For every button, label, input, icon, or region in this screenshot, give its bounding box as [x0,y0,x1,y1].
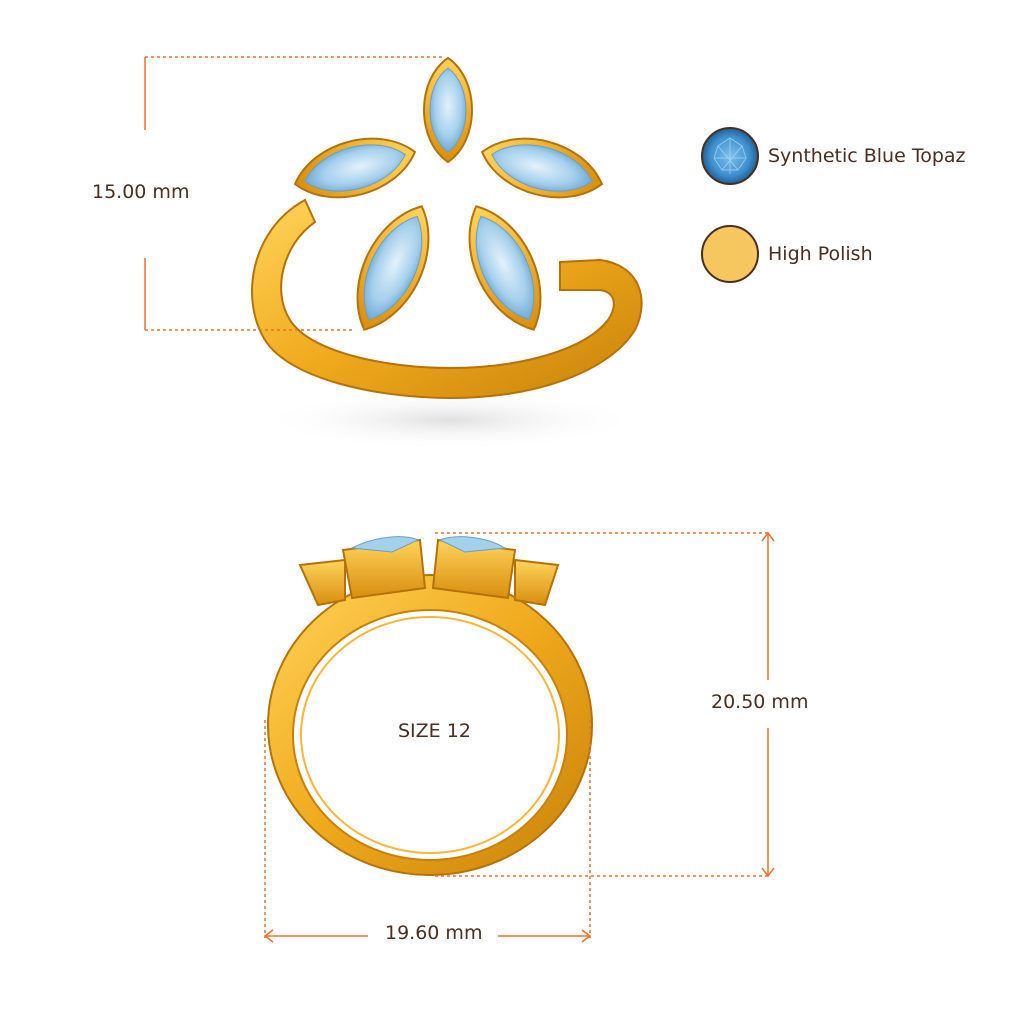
ring-side-view [267,536,593,876]
blue-topaz-gem-icon [701,127,759,185]
gold-finish-swatch-icon [701,225,759,283]
petal-lower-right [468,205,542,331]
dimension-width-lines [263,720,592,943]
dimension-width-label: 19.60 mm [385,922,483,944]
ring-band-top [251,198,643,400]
legend-finish-label: High Polish [768,243,873,265]
ring-shadow [260,390,640,450]
flower-top [293,56,604,331]
petal-lower-left [356,205,430,331]
dimension-height-lines [144,56,445,331]
dimension-side-height-label: 20.50 mm [711,691,809,713]
legend-item-stone: Synthetic Blue Topaz [700,126,966,186]
dimension-height-label: 15.00 mm [92,181,190,203]
petal-upper-right [480,137,604,199]
legend-stone-label: Synthetic Blue Topaz [768,145,966,167]
petal-upper-left [293,137,417,199]
ring-size-label: SIZE 12 [398,720,471,742]
dimension-side-height-lines [435,531,775,878]
legend-item-finish: High Polish [700,224,873,284]
petal-top [423,56,473,164]
